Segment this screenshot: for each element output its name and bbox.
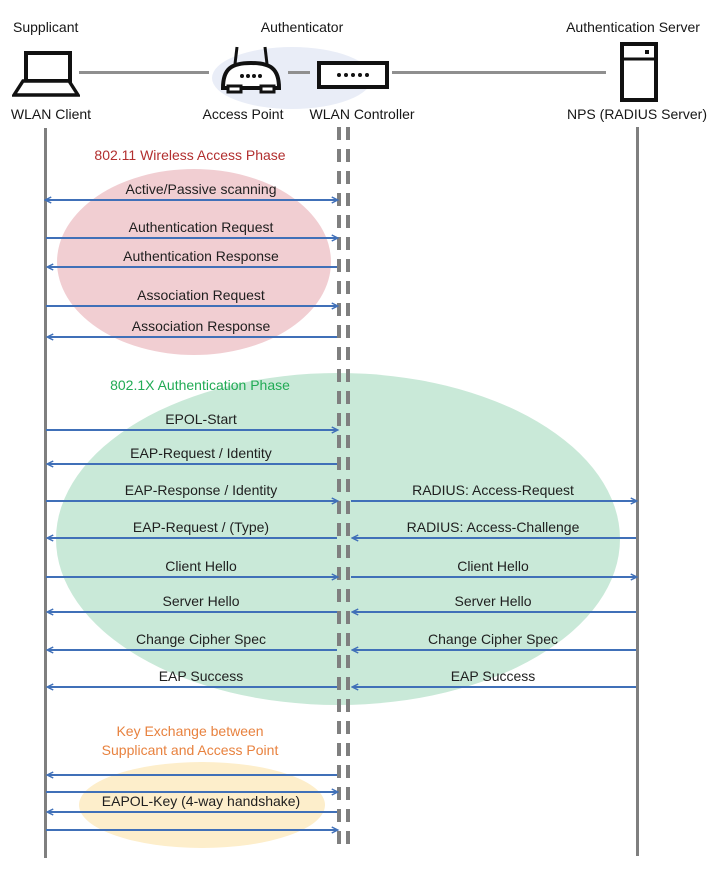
server-icon — [620, 42, 658, 102]
phase1-title: 802.11 Wireless Access Phase — [94, 147, 286, 163]
lifeline-wlan-client — [44, 128, 47, 858]
wlan-controller-icon — [317, 61, 389, 89]
message-label: EAP-Request / Identity — [130, 445, 272, 461]
message-label: EAP-Request / (Type) — [132, 519, 270, 535]
connector-line — [392, 71, 606, 74]
message-label: EAP Success — [450, 668, 536, 684]
node-access-point: Access Point — [202, 106, 284, 122]
message-label: RADIUS: Access-Challenge — [406, 519, 580, 535]
message-label: Change Cipher Spec — [136, 631, 266, 647]
access-point-icon — [220, 46, 282, 94]
lifeline-controller-dashed-2 — [346, 127, 350, 853]
message-label: Authentication Request — [128, 219, 274, 235]
message-label: Association Response — [131, 318, 271, 334]
message-label: Association Request — [137, 287, 265, 303]
message-label: EAP Success — [158, 668, 244, 684]
message-label: Active/Passive scanning — [125, 181, 277, 197]
node-wlan-client: WLAN Client — [10, 106, 92, 122]
message-label: Authentication Response — [123, 248, 279, 264]
message-label: EAP-Response / Identity — [124, 482, 278, 498]
message-label: Client Hello — [457, 558, 529, 574]
connector-line — [79, 71, 209, 74]
message-label: RADIUS: Access-Request — [412, 482, 574, 498]
lifeline-radius-server — [636, 127, 639, 856]
phase3-title-line1: Key Exchange between — [116, 723, 264, 739]
role-supplicant: Supplicant — [13, 19, 79, 35]
role-authentication-server: Authentication Server — [566, 19, 700, 35]
message-label: Client Hello — [165, 558, 237, 574]
message-label: Change Cipher Spec — [428, 631, 558, 647]
node-nps-radius-server: NPS (RADIUS Server) — [566, 106, 708, 122]
role-authenticator: Authenticator — [260, 19, 344, 35]
phase3-title-line2: Supplicant and Access Point — [101, 742, 279, 758]
connector-line — [288, 71, 310, 74]
message-label: Server Hello — [454, 593, 532, 609]
lifeline-controller-dashed-1 — [337, 127, 341, 853]
node-wlan-controller: WLAN Controller — [309, 106, 415, 122]
message-label: Server Hello — [162, 593, 240, 609]
message-label: EAPOL-Key (4-way handshake) — [101, 793, 301, 809]
laptop-icon — [12, 51, 80, 97]
phase2-title: 802.1X Authentication Phase — [110, 377, 290, 393]
phase3-ellipse — [79, 762, 325, 848]
message-label: EPOL-Start — [165, 411, 237, 427]
